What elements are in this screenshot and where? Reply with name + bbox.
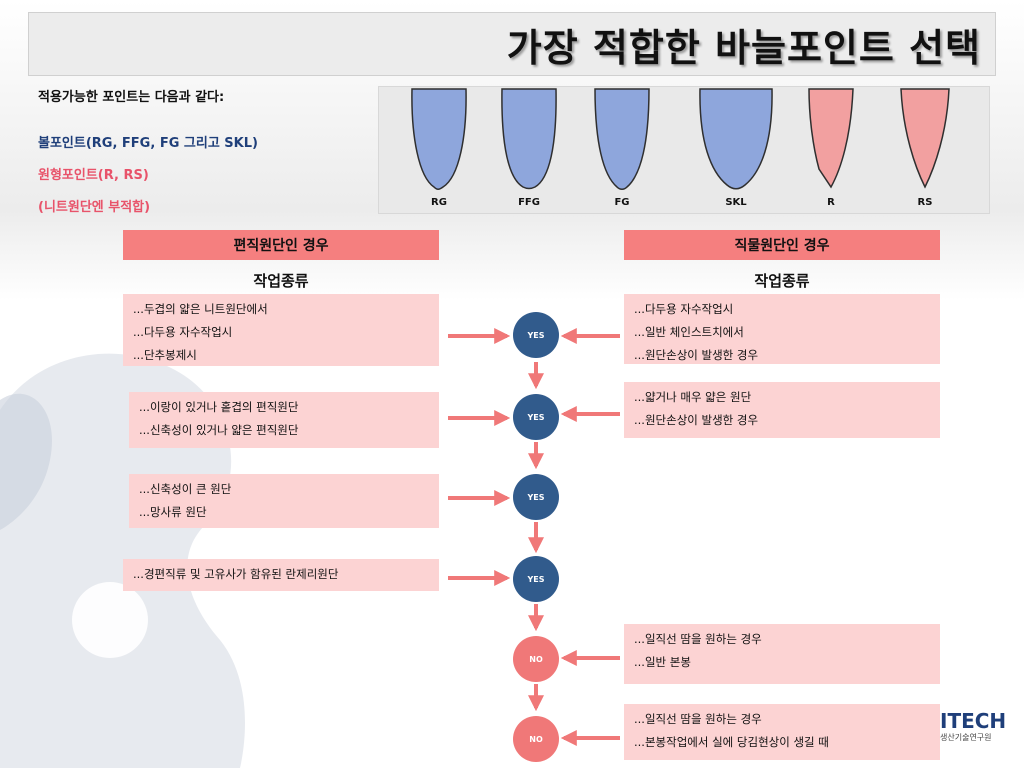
decision-no-2: NO — [513, 716, 559, 762]
decision-yes-1: YES — [513, 312, 559, 358]
needle-skl — [699, 88, 773, 190]
decision-yes-4: YES — [513, 556, 559, 602]
knit-box-3: ...신축성이 큰 원단 ...망사류 원단 — [129, 474, 439, 528]
decorative-chain-graphic — [0, 353, 245, 768]
needle-label-fg: FG — [614, 197, 630, 208]
woven-box-2-line-1: ...얇거나 매우 얇은 원단 — [634, 390, 752, 404]
knit-box-3-line-1: ...신축성이 큰 원단 — [139, 482, 232, 496]
knit-box-4-line-1: ...경편직류 및 고유사가 함유된 란제리원단 — [133, 567, 339, 581]
round-point-note: (니트원단엔 부적합) — [38, 200, 151, 215]
ball-point-text: 볼포인트(RG, FFG, FG 그리고 SKL) — [38, 136, 258, 151]
knit-box-1-line-2: ...다두용 자수작업시 — [133, 325, 233, 339]
needle-fg — [594, 88, 650, 190]
needle-ffg — [501, 88, 557, 190]
knit-box-4: ...경편직류 및 고유사가 함유된 란제리원단 — [123, 559, 439, 591]
knit-box-3-line-2: ...망사류 원단 — [139, 505, 207, 519]
needle-rg — [411, 88, 467, 190]
woven-fabric-header: 직물원단인 경우 — [624, 230, 940, 260]
page-title: 가장 적합한 바늘포인트 선택 — [506, 25, 981, 70]
needle-label-ffg: FFG — [518, 197, 540, 208]
decision-yes-3: YES — [513, 474, 559, 520]
woven-box-4: ...일직선 땀을 원하는 경우 ...본봉작업에서 실에 당김현상이 생길 때 — [624, 704, 940, 760]
needle-label-rg: RG — [431, 197, 447, 208]
needle-label-rs: RS — [917, 197, 933, 208]
woven-box-3-line-2: ...일반 본봉 — [634, 655, 691, 669]
title-bar: 가장 적합한 바늘포인트 선택 — [28, 12, 996, 76]
needle-r — [808, 88, 854, 189]
knit-fabric-header: 편직원단인 경우 — [123, 230, 439, 260]
knit-box-2: ...이랑이 있거나 홑겹의 편직원단 ...신축성이 있거나 얇은 편직원단 — [129, 392, 439, 448]
decision-no-1: NO — [513, 636, 559, 682]
woven-box-2-line-2: ...원단손상이 발생한 경우 — [634, 413, 759, 427]
intro-lead: 적용가능한 포인트는 다음과 같다: — [38, 90, 225, 105]
woven-box-3: ...일직선 땀을 원하는 경우 ...일반 본봉 — [624, 624, 940, 684]
woven-box-4-line-2: ...본봉작업에서 실에 당김현상이 생길 때 — [634, 735, 829, 749]
round-point-text: 원형포인트(R, RS) — [38, 168, 149, 183]
knit-box-1: ...두겹의 얇은 니트원단에서 ...다두용 자수작업시 ...단추봉제시 — [123, 294, 439, 366]
knit-box-2-line-2: ...신축성이 있거나 얇은 편직원단 — [139, 423, 299, 437]
woven-box-1-line-3: ...원단손상이 발생한 경우 — [634, 348, 759, 362]
intro-text: 적용가능한 포인트는 다음과 같다: 볼포인트(RG, FFG, FG 그리고 … — [38, 90, 368, 216]
woven-box-3-line-1: ...일직선 땀을 원하는 경우 — [634, 632, 762, 646]
decision-yes-2: YES — [513, 394, 559, 440]
knit-box-1-line-1: ...두겹의 얇은 니트원단에서 — [133, 302, 268, 316]
woven-box-1: ...다두용 자수작업시 ...일반 체인스트치에서 ...원단손상이 발생한 … — [624, 294, 940, 364]
woven-box-1-line-2: ...일반 체인스트치에서 — [634, 325, 744, 339]
woven-box-2: ...얇거나 매우 얇은 원단 ...원단손상이 발생한 경우 — [624, 382, 940, 438]
knit-box-2-line-1: ...이랑이 있거나 홑겹의 편직원단 — [139, 400, 299, 414]
woven-work-type-label: 작업종류 — [754, 272, 810, 290]
needle-label-r: R — [827, 197, 835, 208]
needle-rs — [900, 88, 950, 189]
company-logo: ITECH 생산기술연구원 — [940, 710, 1024, 744]
knit-box-1-line-3: ...단추봉제시 — [133, 348, 197, 362]
woven-box-4-line-1: ...일직선 땀을 원하는 경우 — [634, 712, 762, 726]
needle-label-skl: SKL — [725, 197, 747, 208]
needle-point-image: RG FFG FG SKL R RS — [378, 86, 990, 214]
woven-box-1-line-1: ...다두용 자수작업시 — [634, 302, 734, 316]
logo-brand: ITECH — [940, 709, 1007, 733]
logo-subtitle: 생산기술연구원 — [940, 733, 992, 742]
knit-work-type-label: 작업종류 — [253, 272, 309, 290]
needle-shapes — [411, 88, 950, 190]
